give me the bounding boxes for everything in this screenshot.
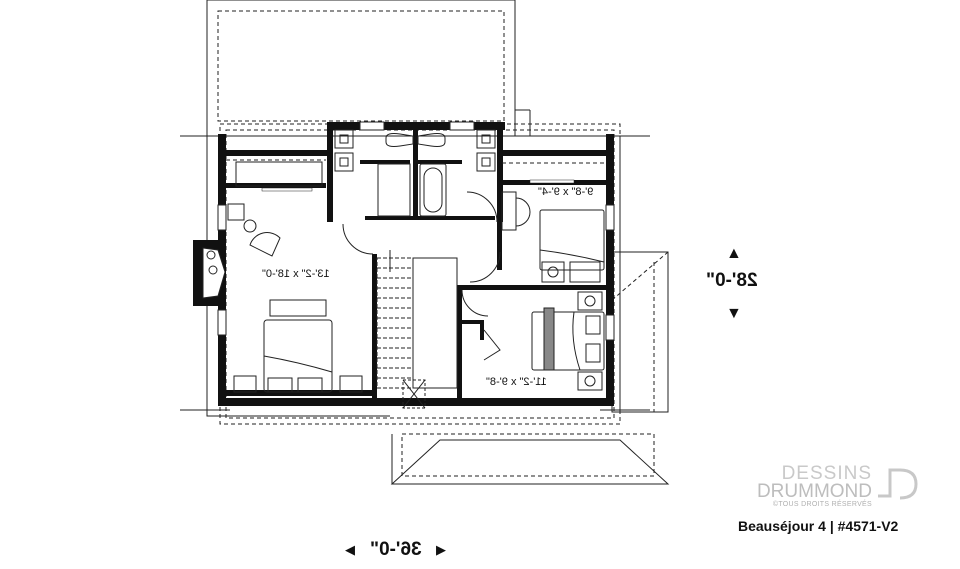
roof-main-outline [206,136,390,417]
arrow-up-icon: ▲ [726,245,742,262]
closet-master [235,161,323,187]
dessins-drummond-logo: DESSINS DRUMMOND ©TOUS DROITS RÉSERVÉS [742,463,872,508]
attic-hatch [402,379,426,409]
overall-width-dimension: 36'-0" [370,539,422,560]
logo-copyright: ©TOUS DROITS RÉSERVÉS [772,501,872,508]
room-label-bedroom-2: 9'-8" x 9'-4" [538,186,594,198]
room-label-master-bedroom: 13'-2" x 18'-0" [262,268,330,280]
roof-bottom-hip [390,439,670,485]
plan-title: Beauséjour 4 | #4571-V2 [738,518,899,534]
bathtub [419,163,447,217]
roof-top-eave [217,10,505,122]
logo-line-1: DESSINS [781,463,872,484]
overall-depth-dimension: 28'-0" [706,270,758,291]
logo-line-2: DRUMMOND [756,481,872,502]
stairs [376,257,414,389]
arrow-left-icon: ◀ [345,542,355,557]
logo-d-mark-icon [878,468,918,500]
arrow-right-icon: ▶ [436,542,446,557]
bed-3 [531,311,605,371]
roof-top-outline [206,0,516,137]
arrow-down-icon: ▼ [726,305,742,322]
room-label-bedroom-3: 11'-2" x 9'-8" [486,376,547,388]
bed-2 [539,209,605,271]
shower [377,163,411,217]
